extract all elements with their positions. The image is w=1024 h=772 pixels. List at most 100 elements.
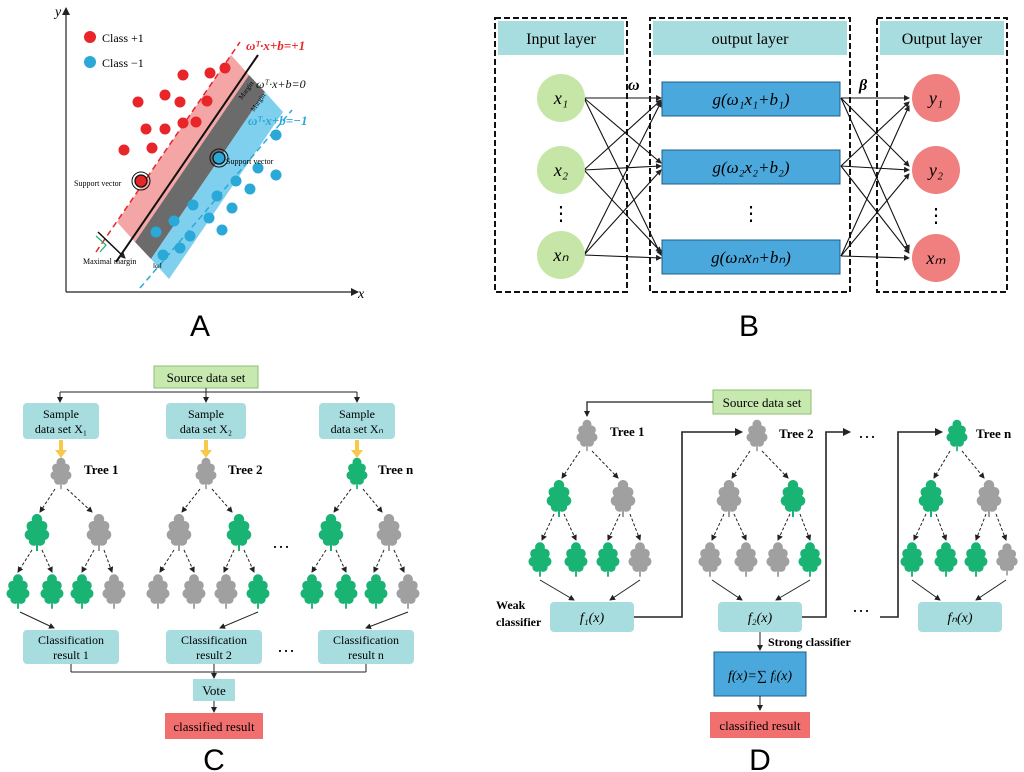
negative-hyperplane-equation: ωᵀ·x+b=−1 [248, 113, 308, 128]
class-positive-points [118, 62, 231, 156]
panel-label-d: D [749, 744, 771, 772]
input-node-1-label: x₁ [553, 88, 568, 108]
panel-d: Source data set Tree 1 Tree 2 [496, 389, 1018, 772]
c-result-box-n [318, 630, 414, 664]
hidden-node-2-label: g(ω₂x₂+b₂) [712, 158, 789, 177]
c-tree-1-root [50, 457, 72, 490]
d-boost-arrow-2 [802, 428, 851, 618]
c-result-2-line2: result 2 [196, 648, 232, 662]
c-tree-1-left [24, 514, 50, 551]
hidden-to-output-connections [840, 95, 910, 261]
c-sample-2-line2: data set X₂ [180, 422, 232, 436]
panel-label-c: C [203, 744, 225, 772]
d-strong-classifier-label: Strong classifier [768, 635, 851, 649]
hidden-layer-title: output layer [712, 31, 790, 48]
output-layer-title: Output layer [902, 31, 983, 48]
d-tree-1-leaf-2 [564, 542, 588, 577]
d-tree-2-label: Tree 2 [779, 426, 814, 441]
c-sample-box-2 [166, 403, 246, 439]
c-tree-1-leaf-2 [40, 574, 64, 609]
c-tree-n-root [346, 457, 368, 490]
panel-b: Input layer output layer Output layer [494, 17, 1008, 343]
panel-a: y x Class +1 [53, 5, 365, 343]
positive-hyperplane-equation: ωᵀ·x+b=+1 [246, 38, 305, 53]
c-source-label: Source data set [167, 370, 246, 385]
c-tree-2-label: Tree 2 [228, 462, 263, 477]
output-node-1 [912, 74, 960, 122]
hidden-ellipsis: ⋮ [741, 203, 761, 225]
input-ellipsis: ⋮ [551, 203, 571, 225]
d-tree-1-label: Tree 1 [610, 424, 645, 439]
d-tree-1-root [576, 419, 598, 452]
output-node-m [912, 234, 960, 282]
c-sample-n-line1: Sample [339, 407, 375, 421]
c-tree-1-leaf-4 [102, 574, 126, 609]
c-result-1-line2: result 1 [53, 648, 89, 662]
d-ellipsis-top: … [858, 422, 876, 442]
d-boost-arrow-1 [634, 428, 743, 618]
d-tree-n-leaf-3 [964, 542, 988, 577]
svm-y-axis-label: y [53, 5, 62, 20]
c-sample-2-line1: Sample [188, 407, 224, 421]
c-classified-box [165, 713, 263, 739]
input-to-hidden-connections [583, 95, 662, 261]
output-node-2-label: y₂ [927, 160, 943, 180]
panel-c: Source data set Sample data set X₁ Sampl… [6, 365, 420, 772]
legend-positive-marker [84, 31, 96, 43]
d-tree-2-leaf-1 [698, 542, 722, 577]
input-layer-frame [494, 17, 628, 293]
d-ellipsis-bottom: … [852, 596, 870, 616]
hyperplane-line [115, 54, 259, 263]
d-source-to-tree1-arrow [584, 401, 713, 417]
legend-negative-label: Class −1 [102, 56, 144, 70]
d-tree-1-left [546, 480, 572, 517]
c-vote-box [193, 679, 235, 701]
maximal-margin-label: Maximal margin [83, 257, 136, 266]
output-node-m-label: xₘ [925, 248, 946, 268]
c-classified-label: classified result [173, 719, 255, 734]
d-classified-label: classified result [719, 718, 801, 733]
d-tree-2-leaf-2 [734, 542, 758, 577]
c-ellipsis-results: … [277, 636, 295, 656]
c-tree-2-root [195, 457, 217, 490]
d-boost-arrow-n [880, 428, 943, 618]
d-source-label: Source data set [723, 395, 802, 410]
output-layer-title-bg [880, 21, 1004, 55]
input-node-1 [537, 74, 585, 122]
c-tree-n-right [376, 514, 402, 551]
output-layer-frame [876, 17, 1008, 293]
c-tree-1-leaf-3 [70, 574, 94, 609]
c-tree-n-left [318, 514, 344, 551]
support-vector-label-right: Support vector [226, 157, 274, 166]
input-node-2-label: x₂ [553, 160, 568, 180]
hidden-node-1 [661, 81, 841, 117]
hyperplane-equation: ωᵀ·x+b=0 [256, 77, 306, 91]
d-tree-1-leaf-4 [628, 542, 652, 577]
hidden-layer-title-bg [653, 21, 847, 55]
c-tree-n-leaf-4 [396, 574, 420, 609]
d-tree-n-right [976, 480, 1002, 517]
d-weak-box-1 [550, 602, 634, 632]
d-tree-2-right [780, 480, 806, 517]
output-node-1-label: y₁ [927, 88, 943, 108]
d-tree-n-leaf-4 [996, 543, 1018, 576]
c-result-box-1 [23, 630, 119, 664]
c-result-2-line1: Classification [181, 633, 247, 647]
c-tree-n-label: Tree n [378, 462, 414, 477]
beta-weight-label: β [858, 77, 868, 94]
c-result-n-line1: Classification [333, 633, 399, 647]
c-tree-2-left [166, 514, 192, 551]
legend-positive-label: Class +1 [102, 31, 144, 45]
panel-label-b: B [739, 310, 759, 343]
d-tree-1-right [610, 480, 636, 517]
c-tree-1-right [86, 514, 112, 551]
support-vector-negative [212, 151, 226, 165]
c-result-n-line2: result n [348, 648, 384, 662]
negative-boundary-line [139, 109, 293, 289]
support-vector-positive [134, 174, 148, 188]
hidden-node-n-label: g(ωₙxₙ+bₙ) [711, 248, 791, 267]
d-weak-n-label: fₙ(x) [947, 611, 972, 626]
c-tree-n-leaf-2 [334, 574, 358, 609]
d-tree-2-leaf-3 [766, 542, 790, 577]
c-sample-box-1 [23, 403, 99, 439]
